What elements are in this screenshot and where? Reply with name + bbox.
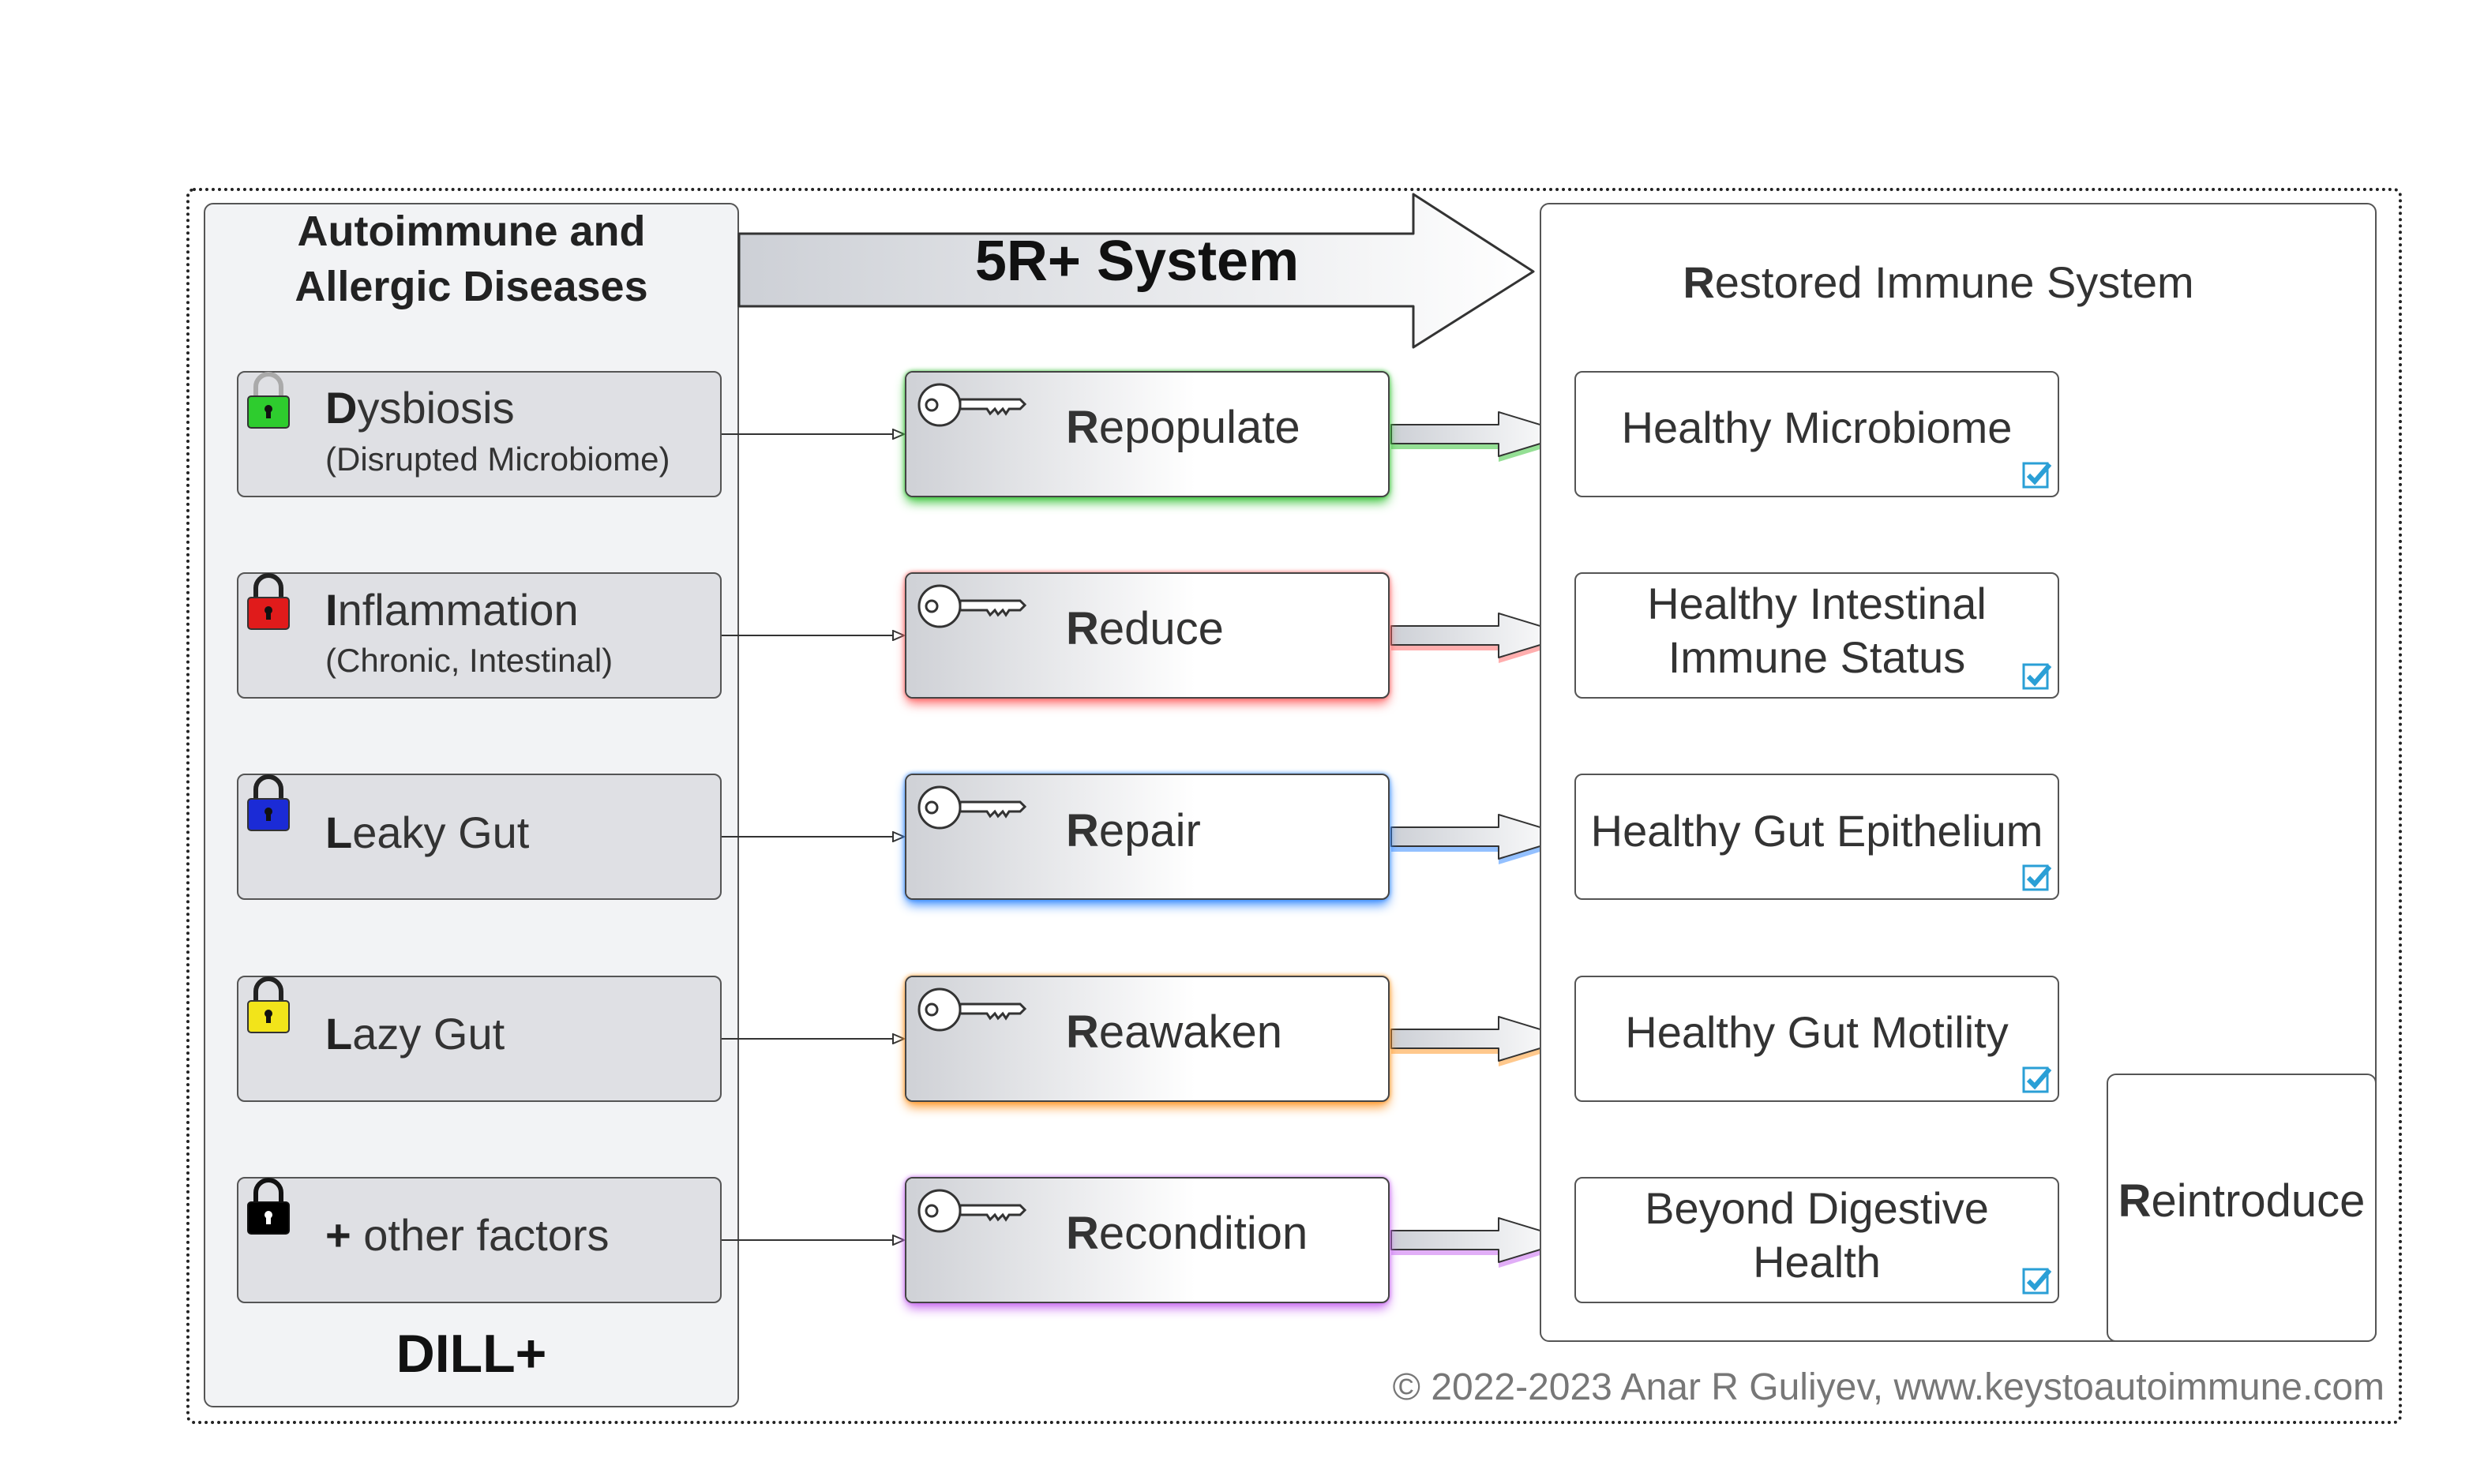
key-box-repair (905, 774, 1390, 900)
green-lock-icon (247, 372, 290, 429)
checkbox-checked-icon (2022, 462, 2052, 489)
condition-leaky-gut: Leaky Gut (325, 808, 530, 857)
condition-inflammation-sub: (Chronic, Intestinal) (325, 642, 613, 679)
condition-box-other-factors (237, 1177, 722, 1303)
black-lock-icon (247, 1178, 290, 1235)
key-icon (917, 987, 1026, 1032)
condition-dysbiosis: Dysbiosis (325, 383, 515, 433)
condition-lazy-gut: Lazy Gut (325, 1009, 505, 1059)
condition-box-dysbiosis (237, 371, 722, 497)
key-label-repopulate: Repopulate (1066, 402, 1300, 453)
key-icon (917, 785, 1026, 830)
outcome-arrow (1390, 814, 1572, 860)
reintroduce-label: Reintroduce (2118, 1175, 2366, 1227)
outcome-arrow (1390, 613, 1572, 658)
checkbox-checked-icon (2022, 1066, 2052, 1093)
diagram-frame (186, 188, 2402, 1424)
checkbox-checked-icon (2022, 663, 2052, 690)
blue-lock-icon (247, 774, 290, 831)
key-icon (917, 1189, 1026, 1233)
reintroduce-box (2107, 1074, 2377, 1342)
key-box-reduce (905, 572, 1390, 699)
outcome-arrow (1390, 1217, 1572, 1263)
system-arrow (737, 193, 1535, 349)
key-icon (917, 383, 1026, 427)
restored-immune-title: Restored Immune System (1683, 257, 2194, 307)
key-label-repair: Repair (1066, 805, 1201, 856)
outcome-box-epithelium (1574, 774, 2059, 900)
key-label-reawaken: Reawaken (1066, 1006, 1283, 1058)
condition-connectors (722, 434, 904, 1240)
key-box-recondition (905, 1177, 1390, 1303)
yellow-lock-icon (247, 976, 290, 1033)
condition-box-inflammation (237, 572, 722, 699)
key-label-recondition: Recondition (1066, 1208, 1308, 1259)
diseases-panel-title: Autoimmune and Allergic Diseases (204, 204, 739, 314)
outcome-arrow (1390, 1016, 1572, 1062)
checkbox-checked-icon (2022, 864, 2052, 891)
diseases-title-line2: Allergic Diseases (295, 263, 648, 310)
outcome-motility: Healthy Gut Motility (1625, 1007, 2009, 1057)
key-icon (917, 584, 1026, 628)
condition-box-lazy-gut (237, 976, 722, 1102)
copyright-credit: © 2022-2023 Anar R Guliyev, www.keystoau… (1392, 1366, 2385, 1408)
condition-dysbiosis-sub: (Disrupted Microbiome) (325, 440, 670, 478)
diseases-title-line1: Autoimmune and (297, 208, 646, 255)
condition-other-factors: + other factors (325, 1210, 610, 1260)
outcome-arrows (1390, 411, 1572, 1268)
key-label-reduce: Reduce (1066, 603, 1224, 654)
outcome-box-motility (1574, 976, 2059, 1102)
outcome-box-beyond-digestive (1574, 1177, 2059, 1303)
checkbox-checked-icon (2022, 1268, 2052, 1295)
outcome-epithelium: Healthy Gut Epithelium (1590, 806, 2043, 856)
condition-box-leaky-gut (237, 774, 722, 900)
outcome-arrow (1390, 411, 1572, 457)
outcome-box-immune-status (1574, 572, 2059, 699)
dill-label: DILL+ (396, 1324, 547, 1384)
outcome-microbiome: Healthy Microbiome (1621, 403, 2013, 452)
outcome-box-microbiome (1574, 371, 2059, 497)
system-arrow-label: 5R+ System (974, 230, 1300, 293)
red-lock-icon (247, 573, 290, 630)
condition-inflammation: Inflammation (325, 585, 579, 635)
